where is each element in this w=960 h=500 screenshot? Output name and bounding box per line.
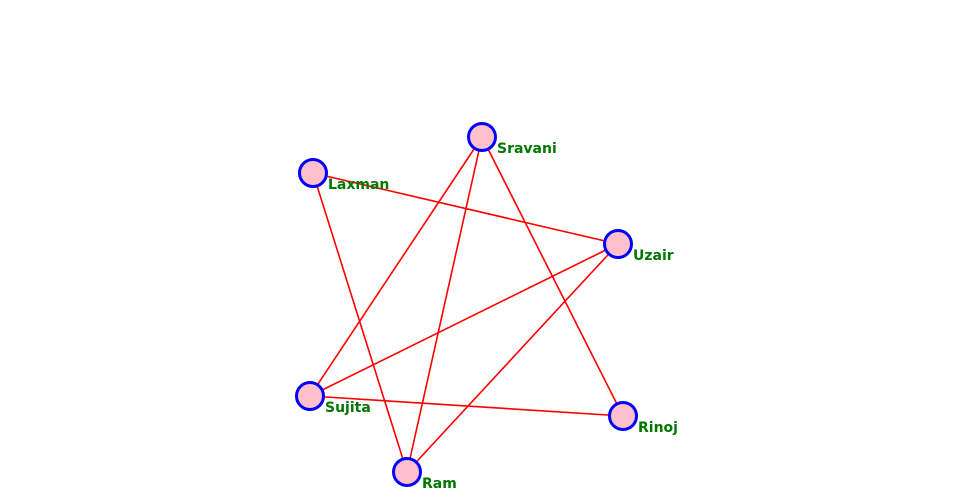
node-sujita[interactable]: Sujita — [295, 381, 371, 417]
edges — [309, 136, 624, 473]
node-circle[interactable] — [467, 122, 497, 152]
node-circle[interactable] — [608, 401, 638, 431]
edge-laxman-ram — [312, 172, 408, 473]
node-label: Uzair — [633, 248, 674, 264]
node-circle[interactable] — [392, 457, 422, 487]
node-circle[interactable] — [298, 158, 328, 188]
node-sravani[interactable]: Sravani — [467, 122, 557, 158]
node-label: Laxman — [328, 177, 389, 193]
node-circle[interactable] — [603, 229, 633, 259]
edge-sujita-rinoj — [309, 395, 624, 417]
node-ram[interactable]: Ram — [392, 457, 457, 493]
edge-uzair-sujita — [309, 243, 619, 397]
node-laxman[interactable]: Laxman — [298, 158, 390, 194]
edge-uzair-ram — [406, 243, 619, 473]
node-label: Sravani — [497, 141, 557, 157]
node-circle[interactable] — [295, 381, 325, 411]
node-rinoj[interactable]: Rinoj — [608, 401, 678, 437]
edge-sravani-sujita — [309, 136, 483, 397]
node-label: Ram — [422, 476, 457, 492]
node-uzair[interactable]: Uzair — [603, 229, 674, 265]
edge-sravani-ram — [406, 136, 483, 473]
node-label: Rinoj — [638, 420, 678, 436]
node-label: Sujita — [325, 400, 371, 416]
